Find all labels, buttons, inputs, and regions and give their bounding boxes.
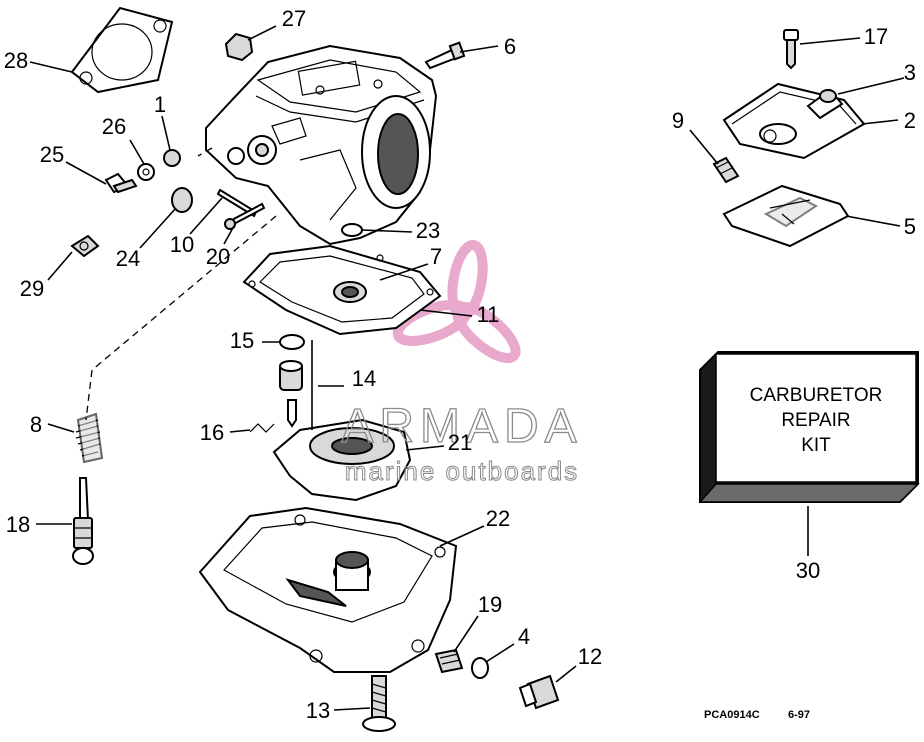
- part-26-washer: [137, 163, 155, 181]
- watermark-tagline: marine outboards: [345, 456, 579, 486]
- part-25-screw: [104, 172, 138, 194]
- part-8-spring: [75, 412, 104, 464]
- callout-1: 1: [154, 92, 166, 117]
- callout-23: 23: [416, 218, 440, 243]
- kit-label-line-2: REPAIR: [781, 410, 850, 431]
- watermark-brand: ARMADA: [341, 400, 582, 453]
- callout-20: 20: [206, 244, 230, 269]
- part-18-mixture-screw: [72, 477, 94, 565]
- part-16-clip: [249, 423, 275, 433]
- part-4-washer: [471, 657, 489, 679]
- callout-6: 6: [504, 34, 516, 59]
- part-5-diaphragm: [722, 184, 850, 248]
- part-13-bolt: [362, 675, 396, 732]
- part-7-gasket: [242, 244, 442, 336]
- part-19-jet: [434, 648, 464, 674]
- callout-numbers: 1 2 3 4 5 6 7 8 9 10 11 12 13 14 15 16 1…: [4, 6, 916, 723]
- callout-11: 11: [477, 302, 500, 327]
- callout-10: 10: [170, 232, 194, 257]
- part-17-screw: [783, 29, 799, 70]
- part-21-float: [272, 418, 412, 502]
- callout-8: 8: [30, 412, 42, 437]
- part-20-screw: [224, 202, 266, 230]
- callout-5: 5: [904, 214, 916, 239]
- part-9-jet: [712, 156, 740, 184]
- part-28-gasket: [70, 6, 174, 94]
- callout-15: 15: [230, 328, 254, 353]
- part-29-cap: [70, 234, 100, 258]
- callout-18: 18: [6, 512, 30, 537]
- callout-12: 12: [578, 644, 602, 669]
- kit-label-line-1: CARBURETOR: [750, 385, 883, 406]
- drawing-code: PCA0914C: [704, 709, 760, 721]
- callout-17: 17: [864, 24, 888, 49]
- watermark: ARMADA marine outboards: [341, 399, 582, 486]
- part-30-repair-kit: CARBURETOR REPAIR KIT: [698, 351, 920, 503]
- callout-3: 3: [904, 60, 916, 85]
- callout-19: 19: [478, 592, 502, 617]
- callout-24: 24: [116, 246, 140, 271]
- callout-29: 29: [20, 276, 44, 301]
- callout-30: 30: [796, 558, 820, 583]
- part-1-washer: [163, 149, 181, 167]
- part-2-cover: [722, 82, 866, 160]
- part-24-washer: [171, 187, 193, 213]
- propeller-logo-icon: [392, 239, 521, 364]
- callout-28: 28: [4, 48, 28, 73]
- part-22-float-bowl: [198, 506, 458, 673]
- part-27-nut: [224, 32, 254, 62]
- callout-2: 2: [904, 108, 916, 133]
- callout-25: 25: [40, 142, 64, 167]
- callout-13: 13: [306, 698, 330, 723]
- callout-14: 14: [352, 366, 376, 391]
- leader-lines: [29, 25, 905, 711]
- callout-16: 16: [200, 420, 224, 445]
- part-23-plug: [341, 223, 363, 237]
- part-10-pin: [216, 188, 258, 218]
- part-3-fitting: [806, 88, 844, 120]
- callout-4: 4: [518, 624, 530, 649]
- part-15-washer: [279, 334, 305, 350]
- part-14-needle-seat: [279, 360, 303, 428]
- callout-27: 27: [282, 6, 306, 31]
- kit-label-line-3: KIT: [801, 435, 831, 456]
- callout-9: 9: [672, 108, 684, 133]
- drawing-date: 6-97: [788, 709, 810, 721]
- carburetor-body: [205, 44, 438, 246]
- callout-7: 7: [430, 244, 442, 269]
- part-6-screw: [424, 41, 466, 70]
- callout-22: 22: [486, 506, 510, 531]
- part-12-plug: [518, 674, 560, 710]
- callout-21: 21: [448, 430, 472, 455]
- callout-26: 26: [102, 114, 126, 139]
